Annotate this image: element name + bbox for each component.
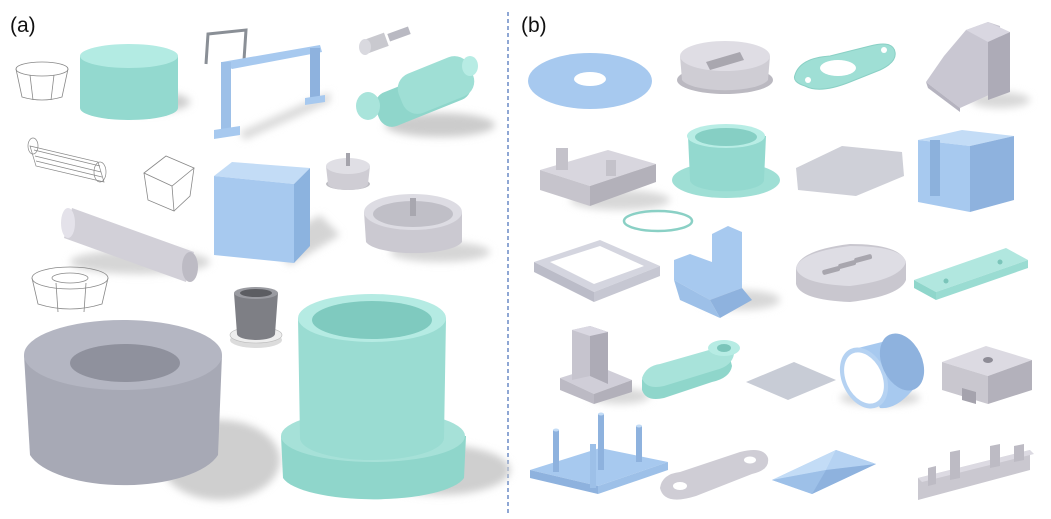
- gray-slotted-plate: [796, 244, 906, 302]
- teal-cylinder: [80, 44, 190, 120]
- small-cup: [326, 153, 370, 190]
- blue-washer: [528, 53, 652, 109]
- wireframe-ring: [31, 266, 109, 313]
- panel-b-label: (b): [521, 14, 547, 37]
- teal-gasket: [794, 43, 896, 90]
- gray-thin-plate: [746, 362, 836, 400]
- teal-cup-plate: [672, 124, 780, 198]
- gray-notched-cylinder: [677, 41, 773, 94]
- blue-staircase: [674, 226, 780, 318]
- gray-comb-block: [918, 444, 1034, 500]
- small-bracket: [204, 28, 248, 65]
- wireframe-cup: [15, 61, 69, 101]
- dark-cup: [229, 287, 283, 348]
- gray-tray: [364, 194, 490, 262]
- panel-a-label: (a): [10, 14, 36, 37]
- gray-rod: [61, 208, 210, 282]
- gray-notched-block: [942, 346, 1032, 404]
- gray-ring: [24, 320, 280, 500]
- teal-bar: [914, 248, 1028, 300]
- blue-cube: [214, 162, 340, 265]
- gray-link: [660, 450, 769, 500]
- small-shaft: [359, 26, 411, 55]
- teal-shaft: [356, 56, 495, 137]
- wireframe-tube: [27, 137, 107, 183]
- gray-t-block: [560, 326, 650, 404]
- blue-frame: [214, 45, 330, 140]
- blue-stepped-block: [918, 130, 1014, 212]
- gray-hexagon-plate: [796, 146, 904, 196]
- gray-post-block: [540, 148, 670, 210]
- teal-link-arm: [642, 340, 740, 399]
- teal-thin-ring: [622, 209, 694, 233]
- wireframe-cube: [143, 155, 195, 212]
- gray-square-frame: [534, 240, 660, 302]
- blue-pyramid: [772, 450, 876, 494]
- blue-cylinder-shell: [839, 333, 925, 409]
- blue-pin-base: [530, 412, 668, 494]
- teal-bushing: [281, 294, 510, 500]
- gray-wedge-block: [926, 22, 1030, 112]
